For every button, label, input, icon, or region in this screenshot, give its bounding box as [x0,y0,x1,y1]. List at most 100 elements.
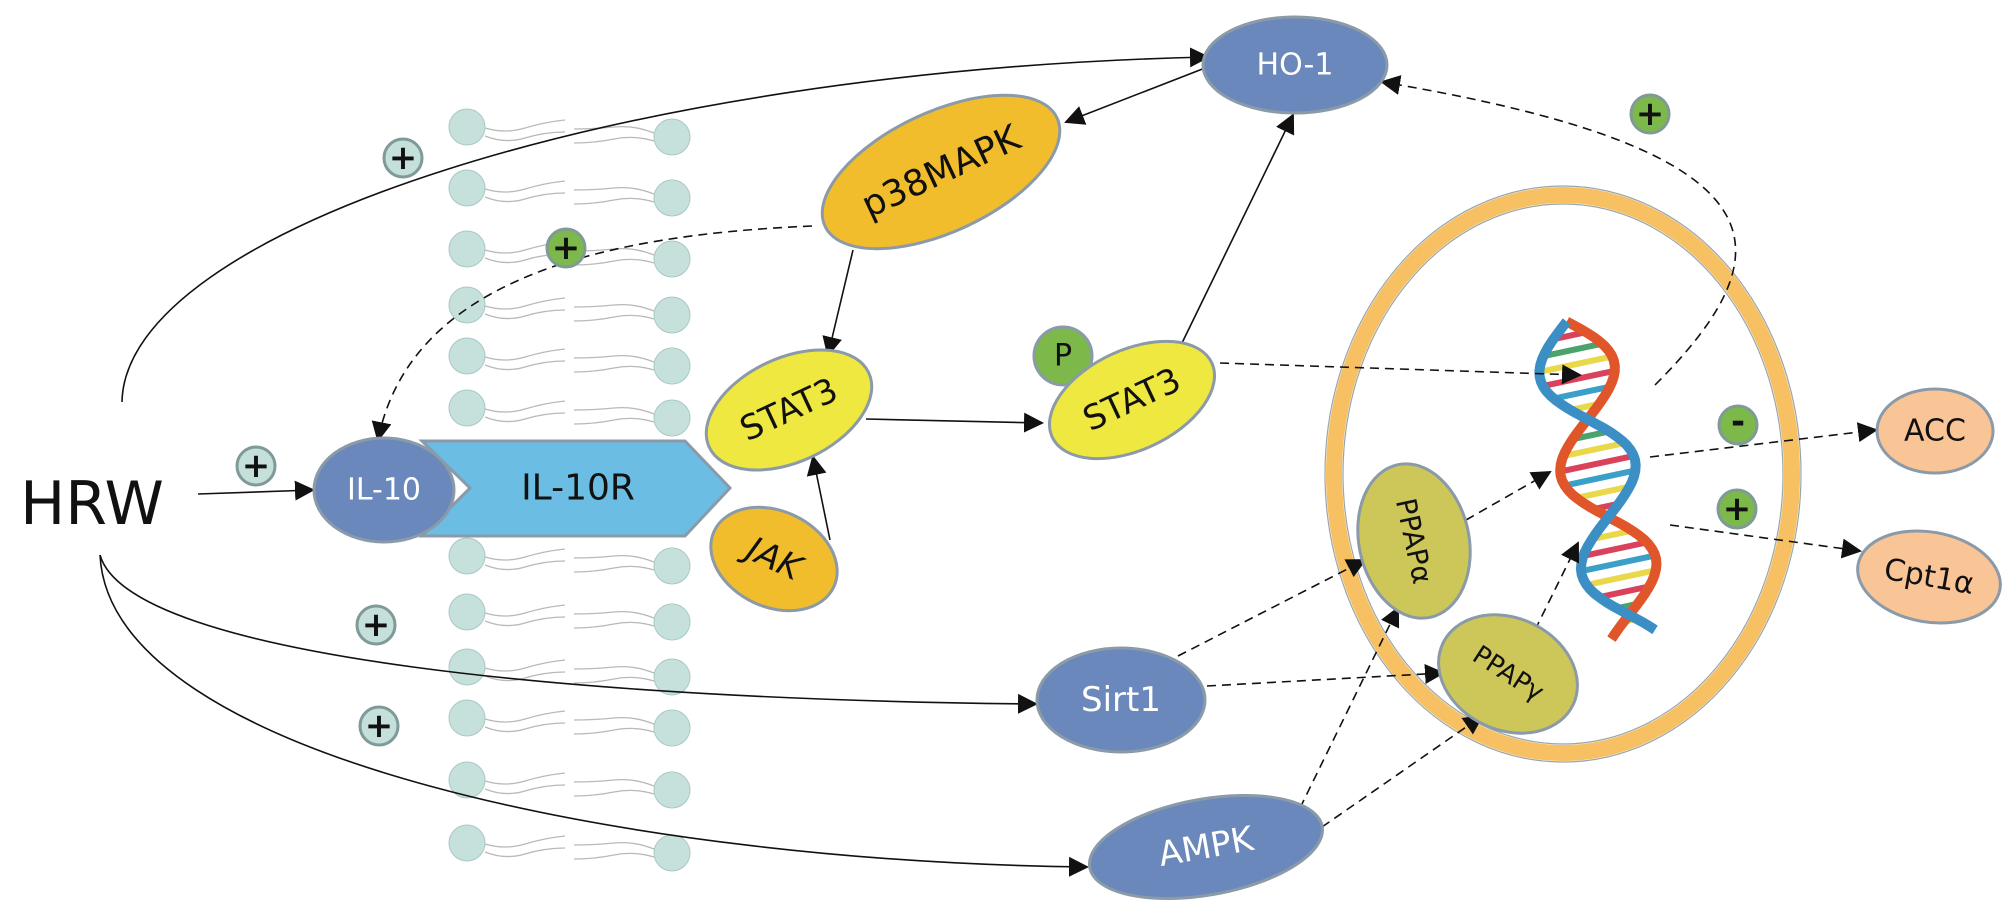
acc-label: ACC [1904,414,1966,449]
lipid-head [653,709,691,747]
arrow-dna-to-cpt1a [1669,524,1862,559]
nucleus-outline-outer [1324,185,1802,763]
lipid-head [653,347,691,385]
arrow-p38mapk-to-stat3 [822,249,854,357]
lipid-head [653,771,691,809]
lipid-head [653,547,691,585]
sign-plus-p38-il10: + [545,227,587,269]
arrow-ppara-to-dna [1465,471,1552,521]
arrow-stat3-to-pstat3 [865,412,1044,433]
lipid-head [653,179,691,217]
phospho-stat3-node: P STAT3 [1032,325,1217,461]
arrow-hrw-to-ho1 [121,47,1210,403]
lipid-head [653,603,691,641]
sign-plus-cpt1a: + [1716,488,1758,530]
lipid-head [653,240,691,278]
svg-text:+: + [365,706,394,746]
acc-node: ACC [1875,387,1995,475]
lipid-head [448,108,486,146]
il10-node: IL-10 [312,436,456,544]
arrow-hrw-to-sirt1 [99,554,1038,714]
dna-base-pair [1598,583,1650,601]
arrow-pparg-to-dna [1534,541,1579,631]
lipid-head [653,834,691,872]
lipid-head [653,118,691,156]
lipid-head [653,399,691,437]
phosphate-label: P [1054,339,1072,374]
sign-plus-il10: + [235,445,277,487]
svg-text:+: + [1636,94,1665,134]
lipid-head [448,230,486,268]
dna-strand [1555,317,1662,642]
lipid-head [448,337,486,375]
hrw-label: HRW [20,469,164,539]
arrow-hrw-to-il10 [197,480,315,501]
lipid-head [448,593,486,631]
arrow-ampk-to-ppara [1299,606,1400,809]
lipid-pair [448,169,691,217]
sign-plus-ho1-path: + [382,137,424,179]
lipid-head [653,296,691,334]
lipid-pair [448,337,691,385]
sirt1-node: Sirt1 [1035,646,1207,754]
dna-base-pair [1564,467,1636,489]
dna-base-pair [1580,552,1656,575]
lipid-head [448,169,486,207]
svg-text:+: + [362,605,391,645]
ppara-node: PPAPα [1356,462,1472,620]
dna-base-pair [1582,539,1648,559]
arrow-sirt1-to-pparg [1206,664,1445,687]
dna-base-pair [1575,483,1631,501]
lipid-head [448,286,486,324]
dna-base-pair [1542,340,1603,360]
cpt1a-node: Cpt1α [1856,529,2002,625]
lipid-head [448,648,486,686]
lipid-head [448,699,486,737]
lipid-pair [448,593,691,641]
svg-text:+: + [389,138,418,178]
dna-base-pair [1562,440,1626,460]
jak-node: JAK [709,505,839,613]
il10-label: IL-10 [347,473,421,508]
lipid-pair [448,648,691,696]
lipid-head [448,389,486,427]
arrow-ampk-to-pparg [1321,714,1484,828]
phosphate-badge [1032,325,1094,387]
il10r-label: IL-10R [521,468,635,509]
lipid-pair [448,108,691,156]
lipid-head [448,824,486,862]
dna-helix-icon [1534,317,1662,642]
lipid-head [448,537,486,575]
sign-plus-sirt1: + [355,604,397,646]
dna-base-pair [1542,367,1616,389]
sirt1-label: Sirt1 [1081,680,1161,720]
lipid-pair [448,537,691,585]
nucleus [1326,187,1800,761]
nucleus-outline-inner [1342,203,1784,745]
sign-plus-ampk: + [358,705,400,747]
ho1-node: HO-1 [1201,15,1389,115]
dna-base-pair [1559,453,1635,475]
dna-base-pair [1538,353,1613,375]
arrow-pstat3-to-dna [1219,362,1582,385]
arrow-hrw-to-ampk [99,554,1089,877]
stat3-node: STAT3 [704,348,874,472]
dna-base-pair [1585,567,1657,588]
arrow-sirt1-to-ppara [1177,559,1367,657]
pparg-node: PPAPγ [1437,613,1579,735]
svg-text:+: + [552,228,581,268]
lipid-head [653,658,691,696]
p38mapk-node: p38MAPK [820,93,1062,251]
arrow-dna-to-acc [1649,422,1878,458]
svg-text:+: + [242,446,271,486]
ho1-label: HO-1 [1257,48,1334,83]
lipid-pair [448,286,691,334]
dna-strand [1534,318,1658,635]
lipid-pair [448,761,691,809]
lipid-pair [448,389,691,437]
svg-text:-: - [1731,402,1745,442]
arrow-ho1-to-p38mapk [1064,67,1206,125]
lipid-pair [448,699,691,747]
svg-text:+: + [1723,489,1752,529]
